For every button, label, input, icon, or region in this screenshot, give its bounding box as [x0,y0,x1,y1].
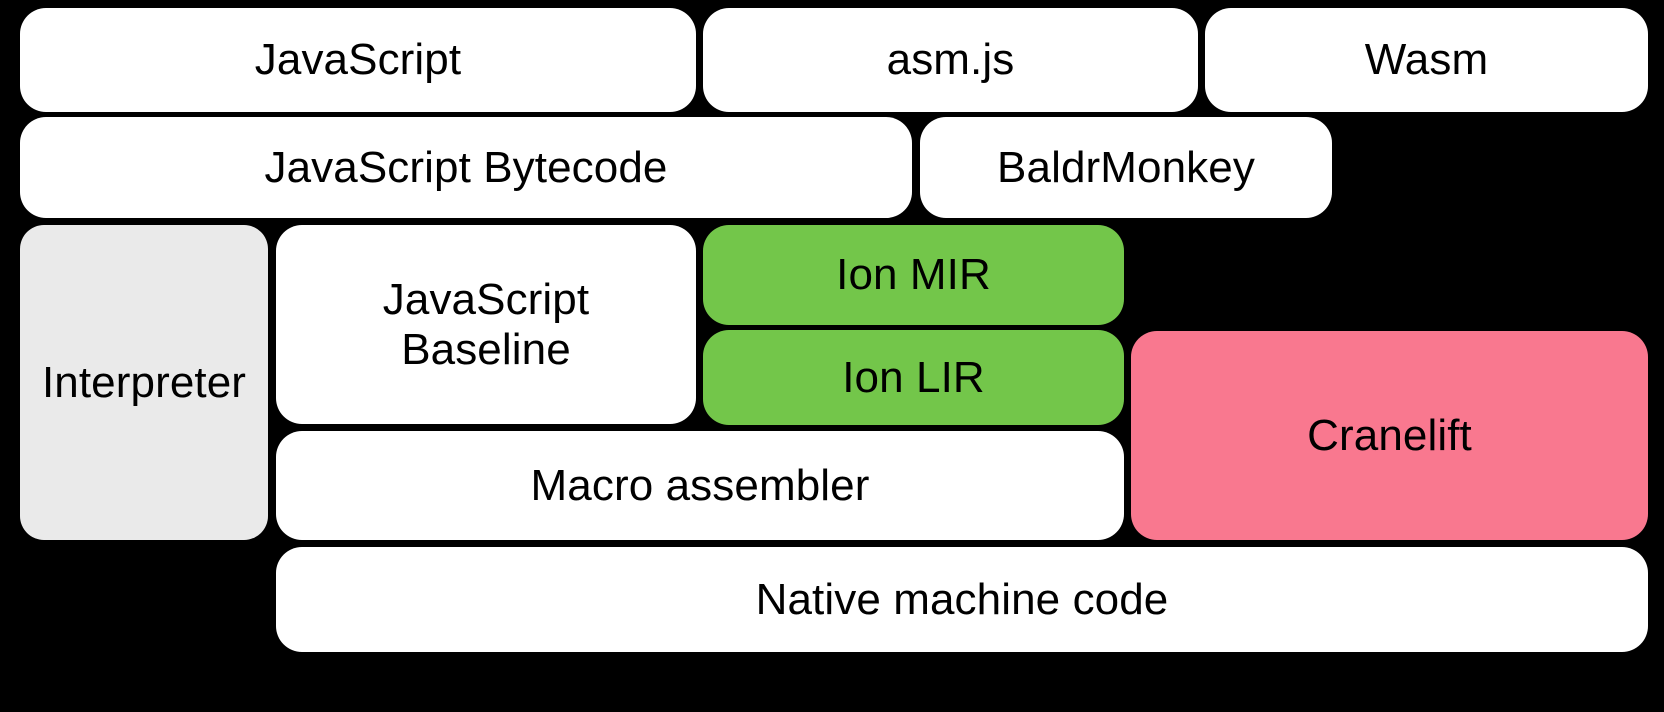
node-ion-lir[interactable]: Ion LIR [703,330,1124,425]
node-wasm[interactable]: Wasm [1205,8,1648,112]
node-javascript-bytecode[interactable]: JavaScript Bytecode [20,117,912,218]
node-interpreter[interactable]: Interpreter [20,225,268,540]
node-macro-assembler-label: Macro assembler [530,460,870,510]
node-javascript-bytecode-label: JavaScript Bytecode [264,142,668,192]
node-ion-mir-label: Ion MIR [836,250,991,300]
node-macro-assembler[interactable]: Macro assembler [276,431,1124,540]
node-asmjs[interactable]: asm.js [703,8,1198,112]
node-native-machine-code[interactable]: Native machine code [276,547,1648,652]
node-javascript[interactable]: JavaScript [20,8,696,112]
node-javascript-baseline-label: JavaScript Baseline [382,275,590,374]
node-wasm-label: Wasm [1364,35,1489,85]
node-ion-lir-label: Ion LIR [842,352,985,402]
node-baldrmonkey-label: BaldrMonkey [997,142,1255,192]
node-ion-mir[interactable]: Ion MIR [703,225,1124,325]
node-javascript-baseline[interactable]: JavaScript Baseline [276,225,696,424]
node-cranelift[interactable]: Cranelift [1131,331,1648,540]
node-asmjs-label: asm.js [886,35,1015,85]
node-cranelift-label: Cranelift [1307,410,1472,460]
node-baldrmonkey[interactable]: BaldrMonkey [920,117,1332,218]
node-native-machine-code-label: Native machine code [755,574,1169,624]
node-javascript-label: JavaScript [254,35,462,85]
node-interpreter-label: Interpreter [41,357,247,407]
